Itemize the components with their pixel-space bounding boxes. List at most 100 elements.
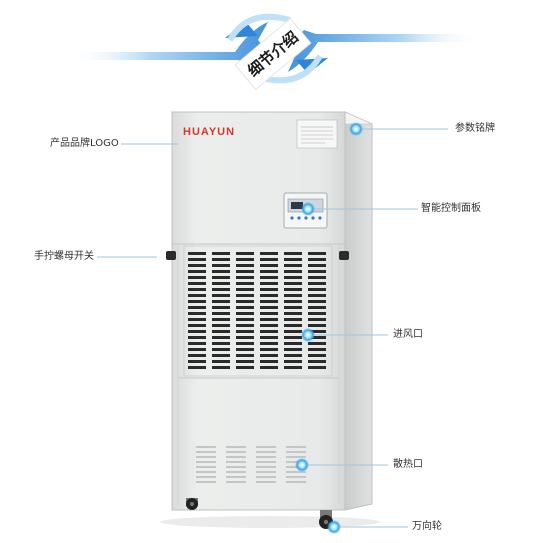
vent-slot bbox=[226, 466, 246, 468]
heat-outlet-vents bbox=[196, 446, 306, 483]
grille-slot bbox=[188, 342, 206, 345]
grille-slot bbox=[284, 330, 302, 333]
grille-slot bbox=[260, 294, 278, 297]
callout-lines bbox=[97, 128, 448, 528]
grille-slot bbox=[236, 330, 254, 333]
brand-logo: HUAYUN bbox=[183, 126, 236, 138]
vent-slot bbox=[286, 476, 306, 478]
grille-slot bbox=[212, 294, 230, 297]
grille-slot bbox=[260, 276, 278, 279]
grille-slot bbox=[236, 354, 254, 357]
grille-slot bbox=[188, 270, 206, 273]
grille-slot bbox=[236, 306, 254, 309]
grille-slot bbox=[188, 354, 206, 357]
grille-slot bbox=[188, 258, 206, 261]
grille-slot bbox=[212, 270, 230, 273]
grille-slot bbox=[188, 324, 206, 327]
vent-slot bbox=[226, 451, 246, 453]
callout-heat-outlet: 散热口 bbox=[393, 459, 423, 470]
grille-slot bbox=[212, 288, 230, 291]
grille-slot bbox=[236, 312, 254, 315]
vent-slot bbox=[226, 481, 246, 483]
grille-slot bbox=[308, 270, 326, 273]
grille-slot bbox=[188, 348, 206, 351]
vent-slot bbox=[286, 451, 306, 453]
vent-slot bbox=[256, 481, 276, 483]
grille-slot bbox=[212, 282, 230, 285]
vent-slot bbox=[286, 481, 306, 483]
grille-slot bbox=[212, 300, 230, 303]
grille-slot bbox=[308, 348, 326, 351]
grille-slot bbox=[284, 342, 302, 345]
grille-slot bbox=[212, 264, 230, 267]
grille-slot bbox=[284, 354, 302, 357]
grille-slot bbox=[308, 312, 326, 315]
grille-slot bbox=[236, 342, 254, 345]
grille-slot bbox=[260, 324, 278, 327]
grille-slot bbox=[260, 360, 278, 363]
grille-slot bbox=[260, 330, 278, 333]
vent-slot bbox=[196, 451, 216, 453]
grille-slot bbox=[260, 258, 278, 261]
grille-slot bbox=[236, 318, 254, 321]
grille-slot bbox=[188, 366, 206, 369]
grille-slot bbox=[308, 294, 326, 297]
grille-slot bbox=[212, 336, 230, 339]
grille-slot bbox=[236, 324, 254, 327]
vent-slot bbox=[196, 481, 216, 483]
vent-slot bbox=[196, 461, 216, 463]
grille-slot bbox=[284, 312, 302, 315]
vent-slot bbox=[256, 451, 276, 453]
vent-slot bbox=[196, 466, 216, 468]
grille-slot bbox=[212, 366, 230, 369]
grille-slot bbox=[284, 300, 302, 303]
grille-slot bbox=[284, 348, 302, 351]
callout-control-panel: 智能控制面板 bbox=[421, 203, 481, 214]
grille-slot bbox=[188, 306, 206, 309]
grille-slot bbox=[308, 354, 326, 357]
vent-slot bbox=[256, 466, 276, 468]
grille-slot bbox=[236, 282, 254, 285]
grille-slot bbox=[212, 258, 230, 261]
grille-slot bbox=[260, 264, 278, 267]
grille-slot bbox=[212, 330, 230, 333]
grille-slot bbox=[212, 360, 230, 363]
grille-slot bbox=[260, 348, 278, 351]
grille-slot bbox=[188, 300, 206, 303]
grille-slot bbox=[284, 258, 302, 261]
grille-slot bbox=[212, 306, 230, 309]
grille-slot bbox=[236, 252, 254, 255]
vent-slot bbox=[196, 446, 216, 448]
dehumidifier-unit bbox=[160, 111, 380, 528]
grille-slot bbox=[308, 252, 326, 255]
grille-slot bbox=[236, 258, 254, 261]
grille-slot bbox=[212, 342, 230, 345]
vent-slot bbox=[226, 471, 246, 473]
callout-knob-switch: 手拧螺母开关 bbox=[34, 251, 94, 262]
grille-slot bbox=[284, 324, 302, 327]
vent-slot bbox=[256, 461, 276, 463]
grille-slot bbox=[212, 354, 230, 357]
grille-slot bbox=[236, 366, 254, 369]
grille-slot bbox=[284, 276, 302, 279]
grille-slot bbox=[212, 318, 230, 321]
vent-slot bbox=[286, 471, 306, 473]
grille-slot bbox=[188, 252, 206, 255]
grille-slot bbox=[188, 288, 206, 291]
grille-slot bbox=[308, 342, 326, 345]
grille-slot bbox=[284, 270, 302, 273]
glowing-dot-icon bbox=[295, 122, 363, 534]
callout-nameplate: 参数铭牌 bbox=[455, 123, 495, 134]
grille-slot bbox=[236, 348, 254, 351]
vent-slot bbox=[196, 456, 216, 458]
grille-slot bbox=[236, 300, 254, 303]
grille-slot bbox=[308, 306, 326, 309]
grille-slot bbox=[284, 366, 302, 369]
grille-slot bbox=[212, 312, 230, 315]
grille-slot bbox=[308, 264, 326, 267]
vent-slot bbox=[286, 456, 306, 458]
grille-slot bbox=[188, 264, 206, 267]
grille-slot bbox=[236, 336, 254, 339]
